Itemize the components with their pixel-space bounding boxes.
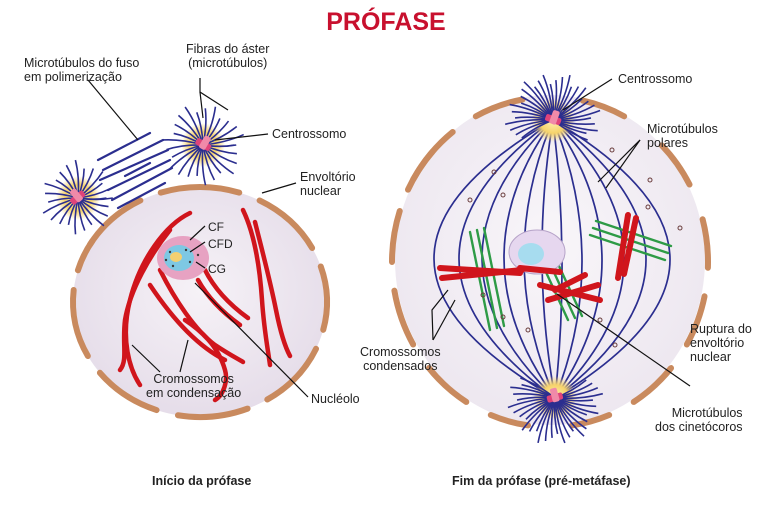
envelope-fragment [472, 96, 526, 120]
label-line: Cromossomos [153, 372, 234, 386]
label-line: nuclear [690, 350, 731, 364]
envelope-segment [70, 286, 91, 359]
centriole [70, 188, 83, 203]
polar-microtubule [552, 119, 647, 399]
caption-late-prophase: Fim da prófase (pré-metáfase) [452, 474, 631, 488]
label-line: Microtúbulos do fuso [24, 56, 140, 70]
envelope-fragment [630, 365, 675, 405]
vesicle [500, 314, 506, 320]
envelope-fragment [579, 97, 628, 120]
envelope-segment [157, 184, 243, 196]
label-cg: CG [208, 262, 226, 276]
label-polar-microtubules: Microtúbulos polares [647, 122, 718, 150]
label-line: Cromossomos [360, 345, 441, 359]
left-leader-lines [87, 78, 309, 398]
vesicle [612, 342, 618, 348]
envelope-segment [317, 263, 330, 333]
polar-microtubule [552, 119, 603, 399]
envelope-fragment [658, 142, 693, 188]
envelope-fragment [391, 287, 417, 348]
label-line: nuclear [300, 184, 341, 198]
label-chromosomes-condensed: Cromossomos condensados [360, 345, 441, 373]
polar-microtubule [433, 119, 556, 399]
label-line: (microtúbulos) [188, 56, 268, 70]
envelope-segment [74, 238, 96, 274]
label-centrosome-right: Centrossomo [618, 72, 693, 86]
label-envelope-rupture: Ruptura do envoltório nuclear [690, 322, 752, 364]
envelope-segment [174, 405, 251, 420]
vesicle [525, 327, 531, 333]
centriole [199, 135, 211, 150]
envelope-fragment [404, 148, 436, 193]
label-line: Fibras do áster [186, 42, 270, 56]
centriole [549, 110, 560, 125]
left-nucleus [73, 187, 327, 417]
vesicle [491, 169, 497, 175]
polar-microtubule [503, 119, 556, 399]
caption-early-prophase: Início da prófase [152, 474, 252, 488]
envelope-segment [96, 369, 160, 414]
label-line: Envoltório [300, 170, 356, 184]
vesicle [609, 147, 615, 153]
centriole [549, 387, 560, 403]
vesicle [500, 192, 506, 198]
spindle-microtubules-polymerizing [96, 131, 174, 210]
label-aster-fibers: Fibras do áster (microtúbulos) [186, 42, 269, 70]
label-line: envoltório [690, 336, 745, 350]
page-title: PRÓFASE [326, 8, 446, 36]
polar-microtubule [458, 119, 556, 399]
left-nuclear-envelope [70, 184, 330, 420]
chromosomes-condensing [117, 207, 293, 403]
envelope-fragment [425, 365, 470, 405]
label-chromosomes-condensing: Cromossomos em condensação [146, 372, 241, 400]
left-aster-top [163, 106, 245, 186]
envelope-segment [256, 197, 316, 252]
polar-microtubule [552, 119, 583, 399]
label-line: Microtúbulos [647, 122, 718, 136]
label-kinetochore-microtubules: Microtúbulos dos cinetócoros [655, 406, 743, 434]
envelope-segment [264, 345, 320, 403]
label-line: Microtúbulos [671, 406, 743, 420]
label-spindle-microtubules: Microtúbulos do fuso em polimerização [24, 56, 139, 84]
kinetochore-microtubules [468, 219, 673, 332]
polar-microtubule [552, 119, 671, 399]
label-nucleolus: Nucléolo [311, 392, 360, 406]
label-cf: CF [208, 220, 224, 234]
chromosomes-condensed [437, 212, 639, 303]
envelope-fragment [568, 411, 613, 429]
right-aster-bottom [507, 376, 604, 444]
label-line: condensados [363, 359, 438, 373]
vesicle [645, 204, 651, 210]
left-aster-side [42, 159, 113, 235]
label-line: em condensação [146, 386, 242, 400]
label-line: polares [647, 136, 688, 150]
polar-microtubules [433, 119, 671, 399]
vesicle [467, 197, 473, 203]
label-nuclear-envelope: Envoltório nuclear [300, 170, 356, 198]
label-line: Ruptura do [690, 322, 752, 336]
envelope-fragment [487, 411, 532, 429]
envelope-fragment [683, 293, 708, 348]
right-nuclear-envelope-fragments [389, 96, 711, 429]
vesicle [677, 225, 683, 231]
right-leader-lines [431, 78, 691, 387]
vesicles [467, 147, 683, 348]
label-line: dos cinetócoros [655, 420, 743, 434]
vesicle [597, 317, 603, 323]
label-cfd: CFD [208, 237, 233, 251]
label-line: em polimerização [24, 70, 122, 84]
left-nucleolus [157, 236, 209, 280]
right-nucleolus [508, 229, 566, 275]
label-centrosome-left: Centrossomo [272, 127, 347, 141]
envelope-fragment [699, 216, 711, 271]
envelope-fragment [389, 208, 403, 265]
vesicle [647, 177, 653, 183]
vesicle [480, 292, 486, 298]
